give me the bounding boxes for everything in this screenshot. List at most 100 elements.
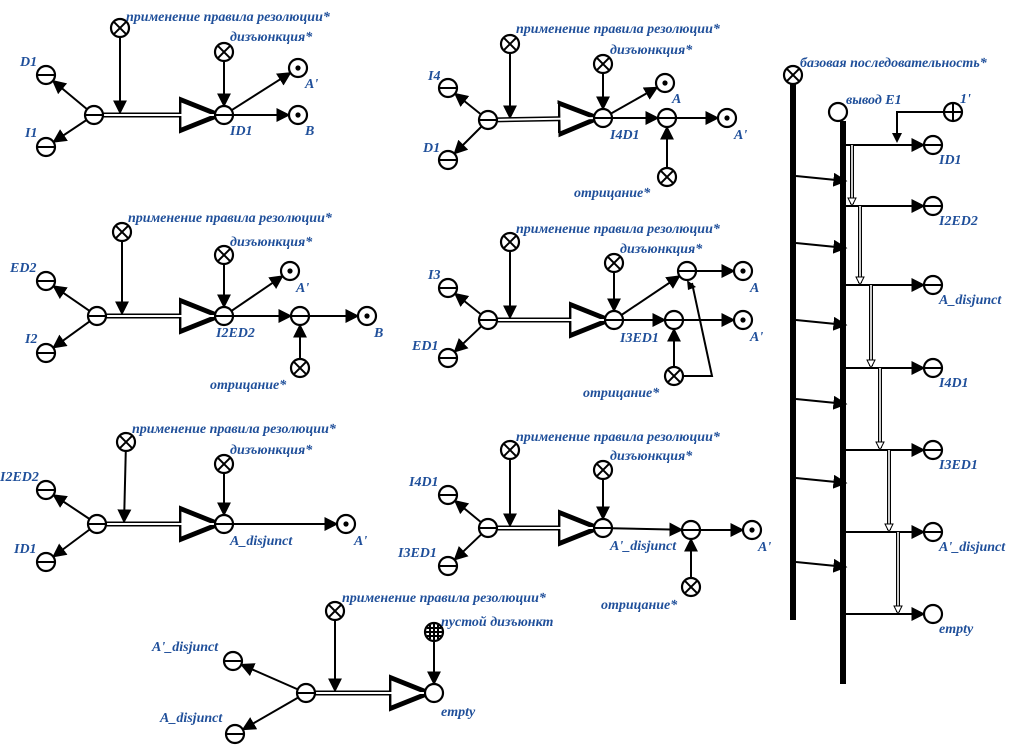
dot-icon xyxy=(740,317,746,323)
arrow-edge xyxy=(795,172,848,187)
label-a: A xyxy=(749,281,759,296)
negation-link-line xyxy=(683,282,714,377)
negation-node xyxy=(680,519,702,541)
label-empty: empty xyxy=(441,705,476,720)
label-aprime: A' xyxy=(749,330,763,345)
pair-node xyxy=(295,682,317,704)
clause-node-aprime-disjunct xyxy=(222,650,244,672)
arrow-edge xyxy=(620,275,681,316)
cross-icon xyxy=(502,234,518,250)
clause-node-d1 xyxy=(437,149,459,171)
label-a: A xyxy=(671,92,681,107)
arrow-edge xyxy=(453,533,483,561)
pair-node xyxy=(477,517,499,539)
clause-node-ed1 xyxy=(437,347,459,369)
arrow-edge xyxy=(795,239,848,254)
dot-icon xyxy=(287,268,293,274)
resolution-class-node xyxy=(115,431,137,453)
cross-icon xyxy=(118,434,134,450)
edges-layer xyxy=(51,37,944,731)
cross-icon xyxy=(606,255,622,271)
cross-icon xyxy=(785,67,801,83)
resolution-class-node xyxy=(499,231,521,253)
cross-icon xyxy=(114,224,130,240)
clause-node-id1 xyxy=(35,551,57,573)
arrow-edge xyxy=(52,285,91,312)
resolution-label: применение правила резолюции* xyxy=(516,430,721,445)
disjunction-class-node xyxy=(213,41,235,63)
one-prime-link xyxy=(896,111,944,138)
arrow-head xyxy=(847,197,857,208)
label-a-disjunct: A_disjunct xyxy=(229,534,293,549)
cross-icon xyxy=(112,20,128,36)
label-aprime: A' xyxy=(353,534,367,549)
arrow-head xyxy=(687,280,696,290)
label-aprime: A' xyxy=(304,77,318,92)
negation-node-top xyxy=(676,260,698,282)
disjunction-label: дизъюнкция* xyxy=(620,242,703,257)
pair-node xyxy=(83,104,105,126)
cross-icon xyxy=(327,603,343,619)
arrow-edge xyxy=(453,125,483,155)
arrow-edge xyxy=(453,292,482,316)
resolution-label: применение правила резолюции* xyxy=(128,211,333,226)
node-circle xyxy=(827,101,849,123)
result-node-a-disjunct xyxy=(213,513,235,535)
label-d1: D1 xyxy=(422,141,440,156)
sequence-label-2: A_disjunct xyxy=(938,293,1002,308)
clause-node-ed2 xyxy=(35,270,57,292)
label-aprime: A' xyxy=(295,281,309,296)
label-i1: I1 xyxy=(24,126,37,141)
sequence-node-5 xyxy=(922,521,944,543)
negation-node xyxy=(656,107,678,129)
clause-node-i3 xyxy=(437,277,459,299)
label-aprime-disjunct: A'_disjunct xyxy=(151,640,219,655)
resolution-class-node xyxy=(109,17,131,39)
empty-clause-class-node xyxy=(423,621,445,643)
arrow-edge xyxy=(239,663,299,691)
atom-node-aprime xyxy=(279,260,301,282)
dot-icon xyxy=(295,112,301,118)
negation-node xyxy=(289,305,311,327)
sequence-node-6 xyxy=(922,603,944,625)
sequence-node-2 xyxy=(922,274,944,296)
label-b: B xyxy=(373,326,383,341)
sequence-label-4: I3ED1 xyxy=(938,458,978,473)
node-circle xyxy=(423,682,445,704)
sequence-label-5: A'_disjunct xyxy=(938,540,1006,555)
result-node-i3ed1 xyxy=(603,309,625,331)
resolution-class-node xyxy=(111,221,133,243)
negation-node xyxy=(663,309,685,331)
disjunction-label: дизъюнкция* xyxy=(230,235,313,250)
cross-icon xyxy=(595,462,611,478)
negation-label: отрицание* xyxy=(583,386,660,401)
disjunction-label: дизъюнкция* xyxy=(230,443,313,458)
cross-icon xyxy=(659,169,675,185)
negation-label: отрицание* xyxy=(601,598,678,613)
arrow-edge xyxy=(52,494,91,520)
negation-class-node xyxy=(289,357,311,379)
clause-node-i2 xyxy=(35,342,57,364)
sequence-node-4 xyxy=(922,439,944,461)
disjunction-label: дизъюнкция* xyxy=(230,30,313,45)
sequence-label-0: ID1 xyxy=(938,153,962,168)
disjunction-class-node xyxy=(603,252,625,274)
label-ed2: ED2 xyxy=(9,261,36,276)
disjunction-label: дизъюнкция* xyxy=(610,449,693,464)
arrow-edge xyxy=(795,316,848,331)
derivation-node xyxy=(827,101,849,123)
sequence-label-3: I4D1 xyxy=(938,376,969,391)
arrow-edge xyxy=(230,275,284,312)
disjunction-label: дизъюнкция* xyxy=(610,43,693,58)
clause-node-i3ed1 xyxy=(437,555,459,577)
arrow-edge xyxy=(453,92,482,116)
dot-icon xyxy=(295,65,301,71)
disjunction-class-node xyxy=(592,459,614,481)
negation-class-node xyxy=(663,365,685,387)
result-node-id1 xyxy=(213,104,235,126)
result-node-i2ed2 xyxy=(213,305,235,327)
label-aprime: A' xyxy=(733,128,747,143)
cross-icon xyxy=(502,36,518,52)
empty-node xyxy=(423,682,445,704)
